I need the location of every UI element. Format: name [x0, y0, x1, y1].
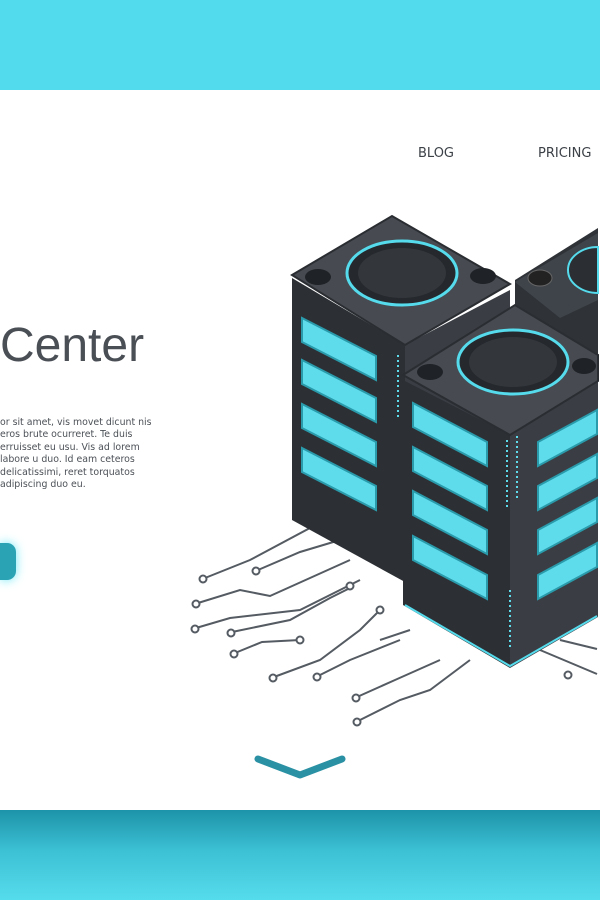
nav-blog[interactable]: BLOG: [418, 146, 455, 161]
server-front: [397, 303, 599, 668]
hero-description: or sit amet, vis movet dicunt nis eros b…: [0, 417, 152, 491]
page-title: Center: [0, 319, 145, 372]
cta-button[interactable]: [0, 543, 16, 580]
nav-pricing[interactable]: PRICING: [538, 146, 592, 161]
bottom-banner: [0, 810, 600, 900]
top-banner: [0, 0, 600, 90]
